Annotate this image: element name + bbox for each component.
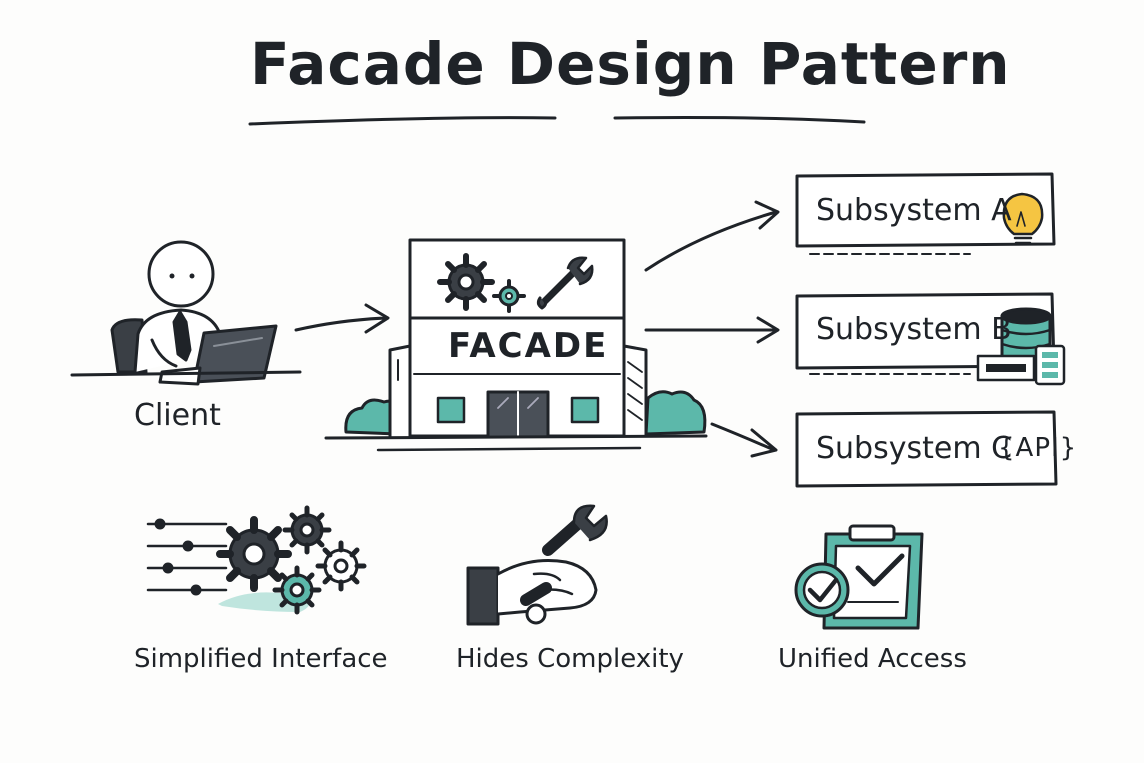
- facade-building: [324, 238, 708, 452]
- database-server-icon: [976, 307, 1066, 386]
- wrench-icon: [536, 256, 594, 310]
- subsystem-b-box: [795, 292, 1066, 386]
- small-gear-icon: [492, 279, 526, 313]
- gear-icon: [437, 253, 495, 311]
- clipboard-check-icon: [794, 524, 924, 630]
- feature-unified-access: Unified Access: [778, 644, 967, 674]
- subsystem-c-label: Subsystem C: [816, 431, 1013, 466]
- subsystem-a-box: [795, 172, 1056, 255]
- api-icon: {API}: [998, 433, 1078, 463]
- hand-wrench-icon: [466, 504, 608, 626]
- facade-sign: FACADE: [448, 326, 609, 366]
- arrow-to-subsystem-b: [644, 316, 780, 344]
- window-right: [570, 396, 600, 424]
- feature-simplified-interface: Simplified Interface: [134, 644, 388, 674]
- gears-sliders-icon: [146, 505, 367, 615]
- arrow-client-facade: [294, 303, 390, 334]
- window-left: [436, 396, 466, 424]
- page-title: Facade Design Pattern: [250, 30, 1011, 98]
- laptop-base: [158, 366, 202, 386]
- bush-right: [644, 390, 707, 436]
- feature-hides-complexity: Hides Complexity: [456, 644, 684, 674]
- wing-left: [388, 344, 412, 438]
- client-tie: [172, 310, 192, 362]
- wing-right: [622, 344, 648, 438]
- subsystem-b-label: Subsystem B: [816, 312, 1012, 347]
- desk: [70, 370, 302, 377]
- client-label: Client: [134, 398, 221, 433]
- arrow-to-subsystem-c: [710, 422, 778, 458]
- client-head: [147, 240, 215, 308]
- subsystem-a-label: Subsystem A: [816, 193, 1012, 228]
- client-figure: [70, 240, 302, 386]
- ground: [324, 434, 708, 440]
- subsystem-c-box: [795, 410, 1058, 488]
- title-underline: [248, 116, 866, 126]
- lightbulb-icon: [1002, 192, 1044, 245]
- arrow-to-subsystem-a: [644, 200, 780, 272]
